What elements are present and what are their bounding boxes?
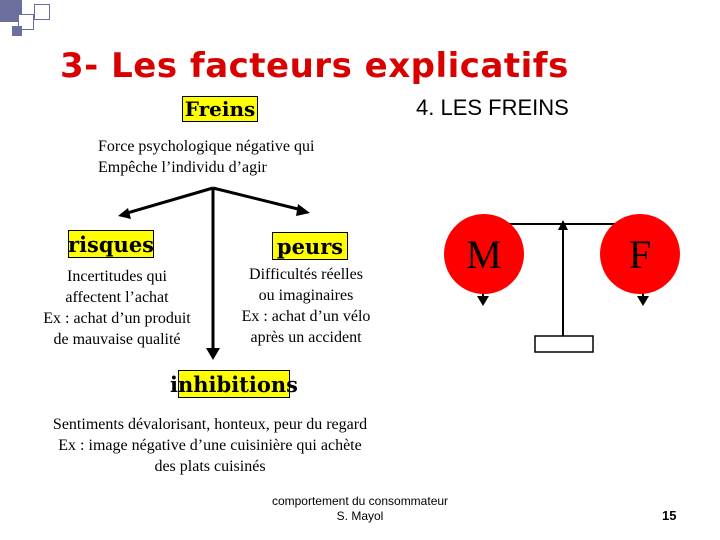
definition-text: Force psychologique négative qui Empêche…	[98, 136, 418, 178]
peurs-description: Difficultés réelles ou imaginaires Ex : …	[216, 264, 396, 348]
inhibitions-badge: inhibitions	[170, 370, 298, 398]
freins-badge: Freins	[182, 96, 258, 122]
risques-line: Ex : achat d’un produit	[43, 310, 191, 327]
corner-square-outline-1	[18, 14, 34, 30]
balance-top-arrow-head	[558, 220, 568, 230]
balance-circle-f: F	[600, 214, 680, 294]
peurs-line: après un accident	[250, 329, 362, 346]
corner-square-large	[0, 0, 22, 22]
footer-course: comportement du consommateur	[271, 494, 449, 508]
peurs-badge: peurs	[272, 232, 348, 260]
definition-line: Empêche l’individu d’agir	[98, 159, 267, 176]
balance-base	[534, 335, 594, 353]
inhibitions-description: Sentiments dévalorisant, honteux, peur d…	[10, 414, 410, 477]
stem-arrow-head	[206, 348, 220, 360]
arrow-to-risques	[123, 186, 214, 216]
peurs-line: Difficultés réelles	[249, 266, 363, 283]
risques-line: de mauvaise qualité	[53, 331, 181, 348]
risques-badge: risques	[68, 230, 154, 258]
page-title: 3- Les facteurs explicatifs	[60, 46, 569, 86]
balance-left-arrow-head	[477, 296, 489, 306]
balance-circle-m: M	[444, 214, 524, 294]
peurs-line: Ex : achat d’un vélo	[241, 308, 371, 325]
footer-author: S. Mayol	[336, 509, 384, 523]
inhibitions-line: Ex : image négative d’une cuisinière qui…	[58, 437, 362, 454]
inhibitions-line: des plats cuisinés	[154, 458, 266, 475]
risques-line: affectent l’achat	[65, 289, 169, 306]
risques-arrow-head	[118, 208, 131, 219]
section-heading: 4. LES FREINS	[416, 95, 569, 120]
balance-right-arrow-head	[637, 296, 649, 306]
corner-square-outline-2	[34, 4, 50, 20]
inhibitions-line: Sentiments dévalorisant, honteux, peur d…	[52, 416, 368, 433]
corner-square-small	[12, 26, 22, 36]
risques-line: Incertitudes qui	[67, 268, 167, 285]
footer: comportement du consommateur S. Mayol	[250, 494, 470, 524]
definition-line: Force psychologique négative qui	[98, 138, 315, 155]
peurs-line: ou imaginaires	[258, 287, 354, 304]
page-number: 15	[662, 508, 677, 523]
arrow-to-peurs	[212, 186, 303, 212]
risques-description: Incertitudes qui affectent l’achat Ex : …	[20, 266, 214, 350]
peurs-arrow-head	[296, 204, 310, 216]
